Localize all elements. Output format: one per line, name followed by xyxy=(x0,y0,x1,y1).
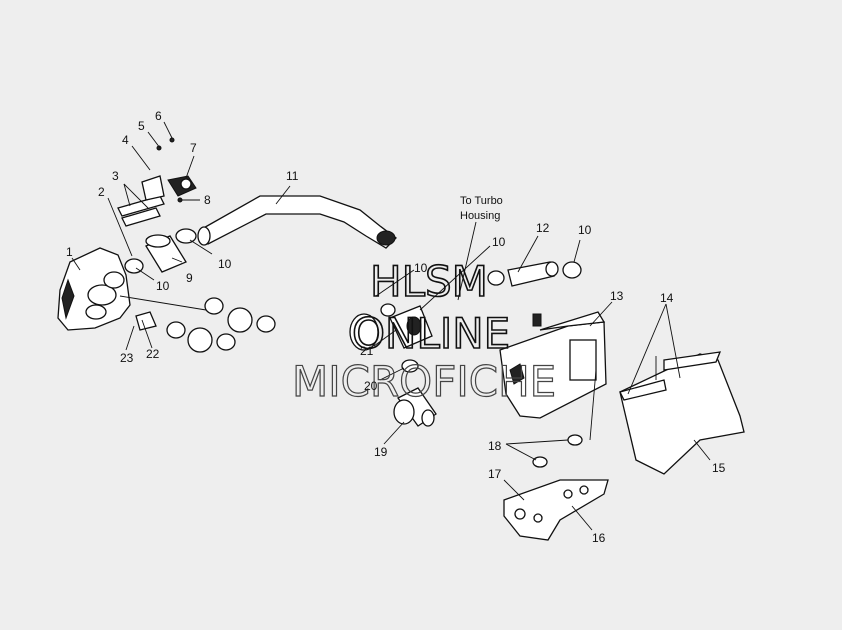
callout-23: 23 xyxy=(120,351,134,365)
callout-6: 6 xyxy=(155,109,162,123)
part-sensor xyxy=(167,175,197,197)
watermark-line-1: HLSM xyxy=(370,257,488,306)
callout-19: 19 xyxy=(374,445,388,459)
note-line-2: Housing xyxy=(460,210,500,222)
callout-11: 11 xyxy=(286,169,299,183)
callout-9: 9 xyxy=(186,271,193,285)
callout-10-far-right: 10 xyxy=(578,223,592,237)
callouts: 1 2 3 4 5 6 7 8 9 10 10 11 10 10 12 10 1… xyxy=(66,109,726,545)
callout-10-center: 10 xyxy=(414,261,428,275)
part-clamp xyxy=(562,261,582,279)
callout-15: 15 xyxy=(712,461,726,475)
callout-5: 5 xyxy=(138,119,145,133)
part-nut xyxy=(401,359,419,373)
part-intercooler xyxy=(499,311,607,419)
callout-22: 22 xyxy=(146,347,160,361)
part-valve xyxy=(393,387,437,427)
callout-3: 3 xyxy=(112,169,119,183)
callout-14: 14 xyxy=(660,291,674,305)
callout-10-left-upper: 10 xyxy=(218,257,232,271)
callout-7: 7 xyxy=(190,141,197,155)
part-couplers xyxy=(166,297,276,353)
leader-lines xyxy=(71,121,711,531)
callout-12: 12 xyxy=(536,221,550,235)
part-shroud xyxy=(619,351,745,475)
callout-10-right: 10 xyxy=(492,235,506,249)
callout-21: 21 xyxy=(360,344,374,358)
part-clip xyxy=(135,311,157,331)
callout-20: 20 xyxy=(364,379,378,393)
part-screw-6 xyxy=(169,137,175,143)
part-bracket-plates xyxy=(117,175,165,227)
note-line-1: To Turbo xyxy=(460,195,503,207)
callout-13: 13 xyxy=(610,289,624,303)
callout-17: 17 xyxy=(488,467,502,481)
callout-1: 1 xyxy=(66,245,73,259)
part-short-hose xyxy=(507,261,559,287)
callout-4: 4 xyxy=(122,133,129,147)
watermark: HLSM ONLINE MICROFICHE xyxy=(291,256,556,406)
callout-10-left-lower: 10 xyxy=(156,279,170,293)
part-grommet xyxy=(532,456,548,468)
part-intake-tube xyxy=(197,195,397,249)
part-grommet xyxy=(567,434,583,446)
watermark-line-3: MICROFICHE xyxy=(292,357,556,406)
callout-2: 2 xyxy=(98,185,105,199)
part-clamp xyxy=(175,228,197,244)
part-elbow-connector xyxy=(349,303,433,351)
part-sleeve xyxy=(145,234,187,273)
part-mount-bracket xyxy=(503,479,609,541)
callout-16: 16 xyxy=(592,531,606,545)
callout-8: 8 xyxy=(204,193,211,207)
part-clamp xyxy=(487,270,505,286)
part-screw-8 xyxy=(177,197,183,203)
callout-18: 18 xyxy=(488,439,502,453)
part-airbox-housing xyxy=(57,247,131,331)
watermark-line-2: ONLINE xyxy=(352,309,510,358)
